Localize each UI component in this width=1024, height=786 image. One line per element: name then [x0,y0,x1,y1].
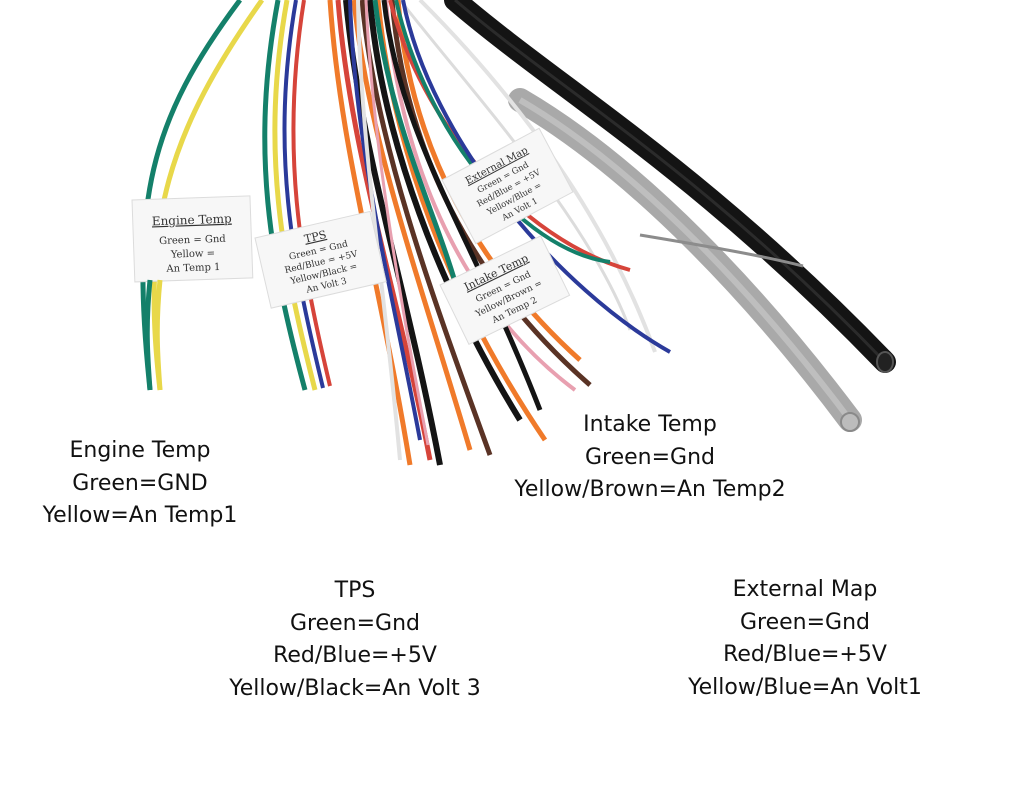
caption-external-map: External Map Green=Gnd Red/Blue=+5V Yell… [660,574,950,704]
grey-cable [508,88,862,432]
caption-title: TPS [334,578,376,603]
caption-title: External Map [732,577,878,602]
caption-line: Yellow/Brown=An Temp2 [514,477,786,502]
caption-line: Green=Gnd [739,609,870,635]
caption-tps: TPS Green=Gnd Red/Blue=+5V Yellow/Black=… [200,575,510,705]
tag-engine-temp-title: Engine Temp [152,212,233,229]
tag-engine-temp-line: An Temp 1 [165,262,220,275]
caption-line: Yellow/Blue=An Volt1 [688,674,922,700]
main-wire-loom [327,0,671,466]
caption-line: Green=Gnd [584,444,715,470]
tag-tps-title: TPS [303,228,328,246]
grey-wire [639,233,804,268]
yellow-wire [154,279,163,391]
engine-temp-wires [140,0,265,391]
caption-line: Green=GND [72,470,208,496]
tag-engine-temp: Engine Temp Green = Gnd Yellow = An Temp… [131,195,254,283]
tag-engine-temp-line: Green = Gnd [159,234,227,247]
wiring-harness-photo: Engine Temp Green = Gnd Yellow = An Temp… [131,0,896,466]
tag-engine-temp-line: Yellow = [170,248,216,261]
green-wire [144,279,153,391]
tag-external-map: External Map Green = Gnd Red/Blue = +5V … [441,127,574,245]
caption-line: Red/Blue=+5V [723,642,887,667]
caption-title: Engine Temp [69,438,211,463]
caption-line: Red/Blue=+5V [273,643,437,668]
tag-tps: TPS Green = Gnd Red/Blue = +5V Yellow/Bl… [254,210,387,309]
caption-engine-temp: Engine Temp Green=GND Yellow=An Temp1 [20,435,260,533]
caption-line: Yellow=An Temp1 [42,503,238,528]
tps-wires [262,0,332,391]
caption-title: Intake Temp [583,412,717,437]
caption-intake-temp: Intake Temp Green=Gnd Yellow/Brown=An Te… [480,409,820,507]
black-shielded-cable [444,0,896,373]
caption-line: Yellow/Black=An Volt 3 [229,675,481,701]
caption-line: Green=Gnd [289,610,420,636]
